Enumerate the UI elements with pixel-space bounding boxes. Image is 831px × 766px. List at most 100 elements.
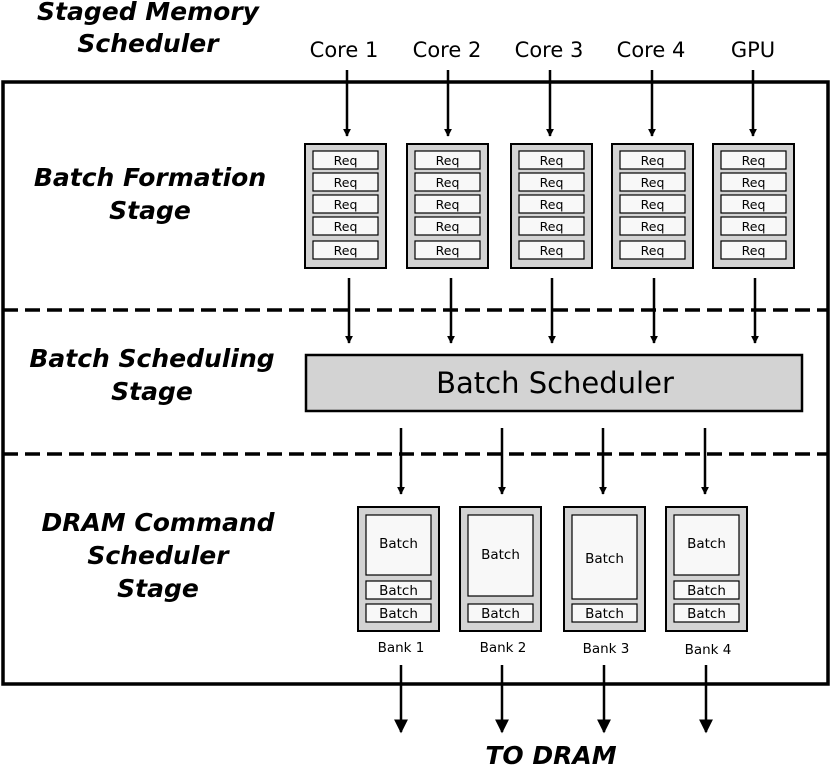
req-slot: [720, 216, 787, 236]
req-label: Req: [436, 243, 460, 258]
req-label: Req: [540, 243, 564, 258]
req-label: Req: [641, 219, 665, 234]
source-4: GPU Req Req Req Req Req: [712, 38, 795, 344]
batch-slot-large: [571, 514, 638, 600]
req-slot: [414, 172, 481, 192]
bank-queue-1: Batch Batch Batch Bank 1: [357, 428, 440, 734]
scheduler-frame: [1, 80, 830, 686]
req-label: Req: [436, 153, 460, 168]
req-slot: [720, 172, 787, 192]
req-slot: [518, 150, 585, 170]
stage-dram-label-line3: Stage: [117, 574, 199, 603]
req-label: Req: [742, 219, 766, 234]
stage-scheduling-label-line1: Batch Scheduling: [29, 344, 274, 373]
req-slot: [619, 172, 686, 192]
req-label: Req: [334, 243, 358, 258]
source-0: Core 1 Req Req Req Req Req: [304, 38, 387, 344]
req-slot: [312, 172, 379, 192]
stage-formation-label-line2: Stage: [109, 196, 191, 225]
source-label-core-4: Core 4: [617, 38, 686, 62]
req-label: Req: [641, 197, 665, 212]
req-slot: [619, 216, 686, 236]
batch-label: Batch: [687, 583, 726, 599]
req-slot: [414, 194, 481, 214]
fifo-queue-core-2: Req Req Req Req Req: [406, 143, 489, 269]
req-label: Req: [742, 153, 766, 168]
req-slot: [518, 194, 585, 214]
req-slot: [619, 240, 686, 260]
fifo-queue-core-3: Req Req Req Req Req: [510, 143, 593, 269]
source-label-core-1: Core 1: [310, 38, 379, 62]
batch-label: Batch: [585, 606, 624, 622]
req-label: Req: [540, 197, 564, 212]
batch-slot-large: [365, 514, 432, 576]
req-label: Req: [742, 197, 766, 212]
batch-label: Batch: [379, 583, 418, 599]
req-label: Req: [334, 219, 358, 234]
req-label: Req: [641, 243, 665, 258]
req-label: Req: [334, 153, 358, 168]
diagram-title-line1: Staged Memory: [37, 0, 261, 26]
source-1: Core 2 Req Req Req Req Req: [406, 38, 489, 344]
source-label-core-3: Core 3: [515, 38, 584, 62]
bank-label-1: Bank 1: [378, 640, 425, 656]
source-label-core-2: Core 2: [413, 38, 482, 62]
req-slot: [720, 240, 787, 260]
bank-label-3: Bank 3: [583, 641, 630, 657]
source-2: Core 3 Req Req Req Req Req: [510, 38, 593, 344]
req-label: Req: [540, 153, 564, 168]
req-label: Req: [436, 175, 460, 190]
bank-queue-3: Batch Batch Bank 3: [563, 428, 646, 734]
req-slot: [518, 216, 585, 236]
stage-dram-label-line1: DRAM Command: [41, 508, 275, 537]
req-slot: [312, 194, 379, 214]
batch-label: Batch: [481, 606, 520, 622]
batch-label: Batch: [687, 606, 726, 622]
bank-queue-4: Batch Batch Batch Bank 4: [665, 428, 748, 734]
req-slot: [312, 216, 379, 236]
req-label: Req: [436, 219, 460, 234]
req-slot: [720, 194, 787, 214]
req-slot: [414, 240, 481, 260]
req-slot: [414, 216, 481, 236]
batch-label: Batch: [379, 536, 418, 552]
req-label: Req: [540, 219, 564, 234]
batch-label: Batch: [687, 536, 726, 552]
bank-queue-2: Batch Batch Bank 2: [459, 428, 542, 734]
source-label-gpu: GPU: [731, 38, 775, 62]
req-slot: [312, 150, 379, 170]
to-dram-label: TO DRAM: [485, 741, 616, 766]
batch-slot-large: [467, 514, 534, 597]
batch-slot: [673, 603, 740, 623]
fifo-queue-gpu: Req Req Req Req Req: [712, 143, 795, 269]
req-slot: [414, 150, 481, 170]
batch-scheduler-label: Batch Scheduler: [436, 366, 674, 400]
req-slot: [720, 150, 787, 170]
req-slot: [518, 172, 585, 192]
bank-label-2: Bank 2: [480, 640, 527, 656]
req-label: Req: [436, 197, 460, 212]
req-label: Req: [641, 175, 665, 190]
diagram-title-line2: Scheduler: [77, 29, 220, 58]
bank-label-4: Bank 4: [685, 642, 732, 658]
batch-slot-large: [673, 514, 740, 576]
batch-slot: [365, 580, 432, 600]
fifo-queue-core-1: Req Req Req Req Req: [304, 143, 387, 269]
stage-scheduling-label-line2: Stage: [111, 377, 193, 406]
stage-formation-label-line1: Batch Formation: [34, 163, 266, 192]
source-3: Core 4 Req Req Req Req Req: [611, 38, 694, 344]
batch-scheduler-box: [304, 353, 804, 413]
req-slot: [619, 150, 686, 170]
batch-slot: [571, 603, 638, 623]
batch-slot: [673, 580, 740, 600]
batch-label: Batch: [585, 551, 624, 567]
batch-label: Batch: [481, 547, 520, 563]
batch-label: Batch: [379, 606, 418, 622]
stage-dram-label-line2: Scheduler: [87, 541, 230, 570]
batch-slot: [365, 603, 432, 623]
req-slot: [518, 240, 585, 260]
req-slot: [619, 194, 686, 214]
req-label: Req: [742, 243, 766, 258]
req-slot: [312, 240, 379, 260]
